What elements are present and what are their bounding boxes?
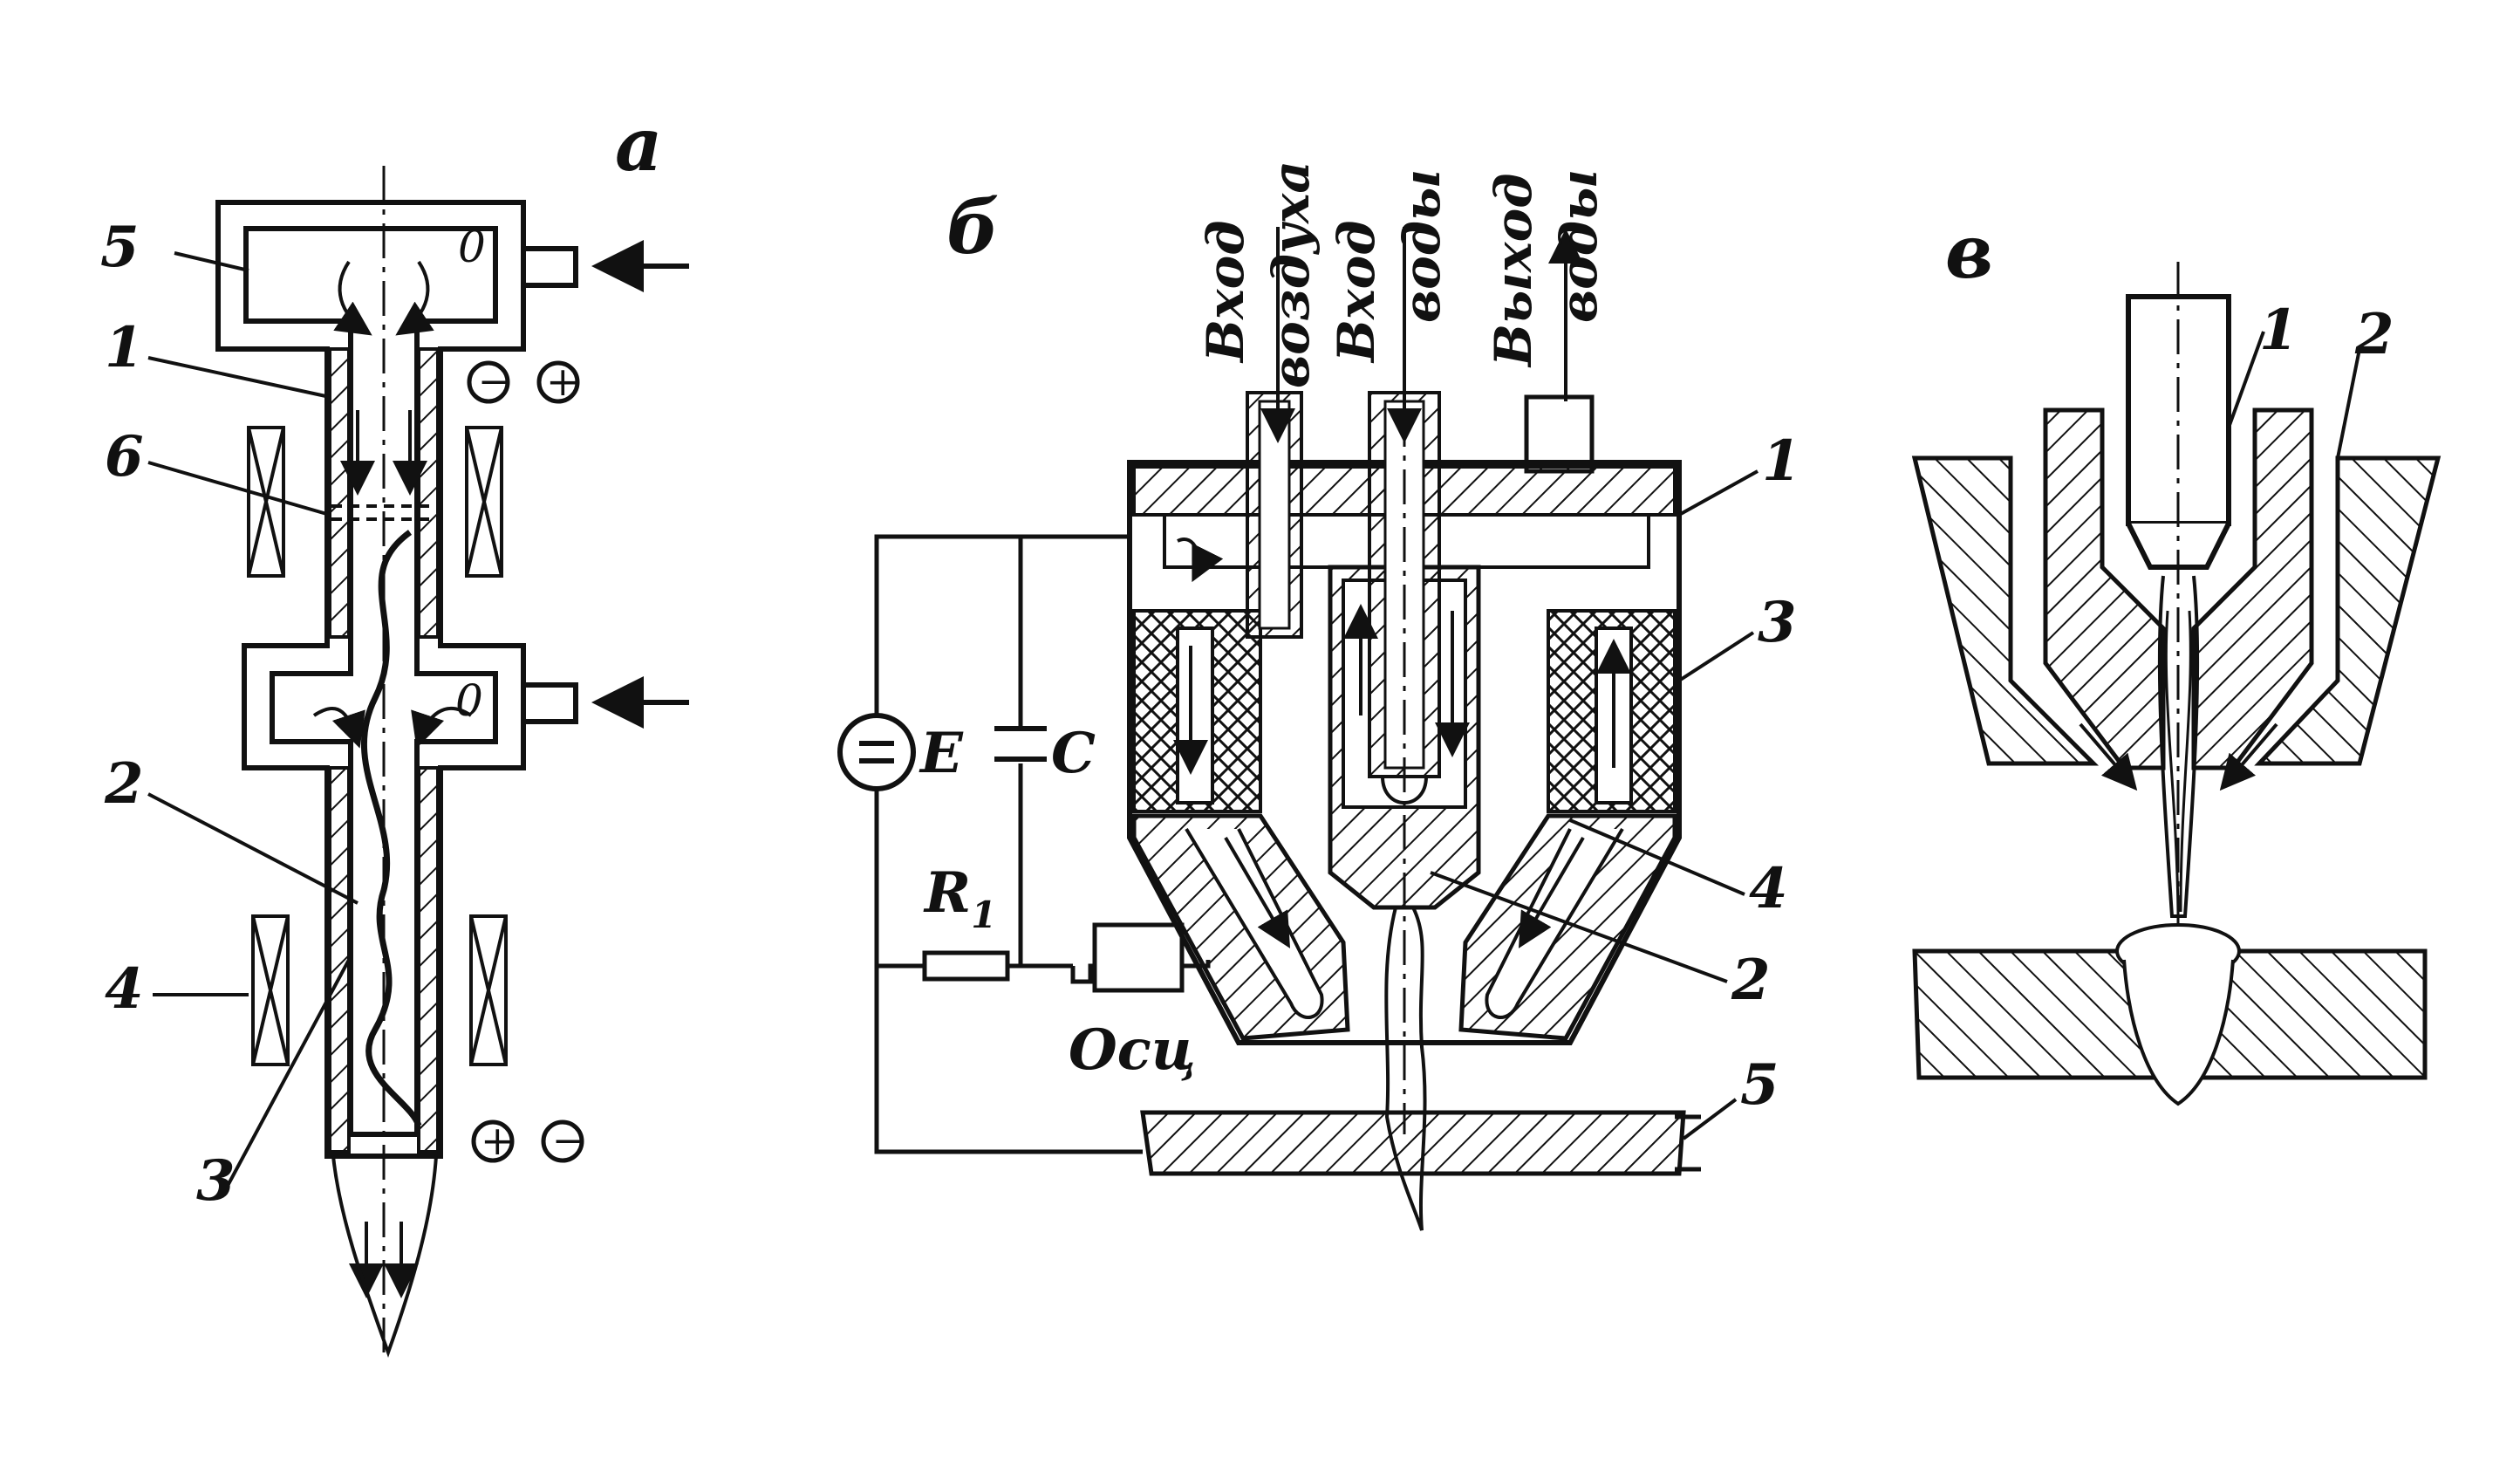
source-e-label: E: [919, 721, 964, 786]
panel-b: [837, 227, 1759, 1231]
electrode-wall-left: [328, 347, 351, 639]
panel-a: [147, 166, 689, 1361]
torch-body: [1127, 460, 1682, 1045]
lower-gas-pipe: [521, 682, 578, 724]
part-label-5: 5: [100, 215, 140, 280]
part-c-label-2: 2: [2354, 302, 2394, 367]
port-upper-label: 0: [458, 222, 486, 272]
air-inlet-text: Вход: [1196, 220, 1255, 364]
part-label-6: 6: [105, 424, 144, 490]
plasma-jet-a: [331, 1155, 438, 1358]
upper-gas-pipe: [521, 246, 578, 288]
part-c-label-1: 1: [2259, 298, 2298, 363]
panel-b-label: б: [946, 184, 1000, 270]
outer-shield-nozzle: [1911, 455, 2100, 766]
port-lower-label: 0: [455, 675, 483, 726]
part-b-label-2: 2: [1731, 948, 1771, 1013]
sign-bottom-minus: [541, 1119, 584, 1163]
panel-b-text: б Вход воздуха Вход воды Выход воды E C …: [919, 161, 1801, 1118]
sign-top-minus-text: −: [478, 359, 510, 404]
water-outlet-text: Выход: [1484, 173, 1543, 368]
water-inlet-text: Вход: [1327, 220, 1386, 364]
sign-top-plus: [536, 360, 580, 404]
part-b-label-3: 3: [1758, 590, 1797, 655]
part-b-label-4: 4: [1749, 856, 1788, 921]
plasma-jet-b: [1384, 907, 1427, 1231]
power-source-e: [837, 713, 916, 791]
panel-c: [1911, 262, 2441, 1106]
panel-a-text: а 5 1 6 2 4 3 0 0 − + + −: [100, 101, 662, 1214]
sign-top-minus: [467, 360, 510, 404]
part-label-3: 3: [196, 1148, 236, 1214]
part-label-2: 2: [104, 751, 144, 817]
plasma-jet-c: [2157, 575, 2200, 918]
part-b-label-1: 1: [1762, 428, 1801, 494]
plasma-arc: [360, 530, 422, 1127]
nozzle-wall-left: [328, 766, 351, 1154]
sign-bottom-minus-text: −: [552, 1119, 584, 1163]
part-label-4: 4: [105, 956, 144, 1022]
panel-c-label: в: [1945, 209, 1993, 295]
coil-lower-right: [469, 914, 508, 1066]
coil-upper-right: [465, 426, 503, 578]
water-word-text: воды: [1392, 169, 1451, 323]
upper-chamber: [215, 200, 526, 1159]
sign-bottom-plus-text: +: [481, 1117, 515, 1164]
resistor-r1: [922, 950, 1010, 982]
nozzle-wall-right: [417, 766, 440, 1154]
coil-upper-left: [247, 426, 285, 578]
capacitor-c-label: C: [1051, 721, 1096, 786]
oscillator-label: Осц: [1069, 1017, 1196, 1083]
part-label-1: 1: [105, 315, 144, 380]
part-b-label-5: 5: [1740, 1052, 1779, 1118]
resistor-r-label: R1: [923, 860, 996, 936]
sign-bottom-plus: [471, 1119, 515, 1163]
panel-a-label: а: [615, 101, 662, 188]
workpiece: [1140, 1110, 1686, 1176]
panel-c-text: в 1 2: [1945, 209, 2394, 367]
oscillator-box: [1092, 922, 1185, 993]
water-outlet-pipe: [1524, 394, 1595, 474]
sign-top-plus-text: +: [546, 358, 580, 405]
electrode-wall-right: [417, 347, 440, 639]
circuit-wire: [874, 534, 1143, 1154]
water-outlet-word-text: воды: [1549, 169, 1608, 323]
coil-lower-left: [251, 914, 290, 1066]
air-word-text: воздуха: [1261, 161, 1321, 388]
inner-nozzle: [2043, 407, 2166, 770]
